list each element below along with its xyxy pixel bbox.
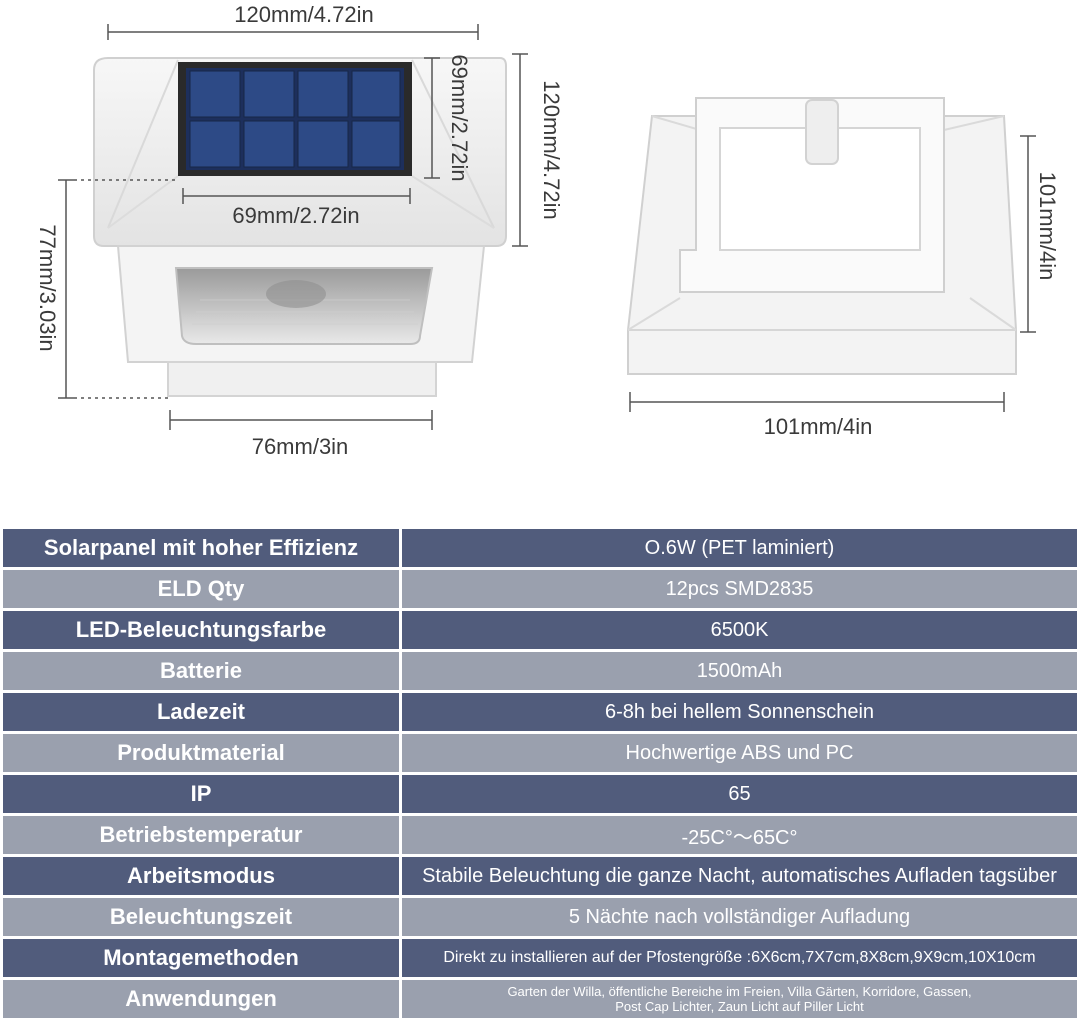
table-row: Ladezeit 6-8h bei hellem Sonnenschein xyxy=(3,693,1077,731)
dim-base-width: 101mm/4in xyxy=(764,414,873,439)
spec-value: O.6W (PET laminiert) xyxy=(402,529,1077,567)
spec-value-line: Post Cap Lichter, Zaun Licht auf Piller … xyxy=(615,999,864,1014)
spec-label: IP xyxy=(3,775,399,813)
dim-total-height: 77mm/3.03in xyxy=(35,224,60,351)
spec-value-line: Garten der Willa, öffentliche Bereiche i… xyxy=(507,984,972,999)
dim-panel-height: 69mm/2.72in xyxy=(447,54,472,181)
dim-top-width: 120mm/4.72in xyxy=(234,2,373,27)
table-row: IP 65 xyxy=(3,775,1077,813)
spec-value: Stabile Beleuchtung die ganze Nacht, aut… xyxy=(402,857,1077,895)
table-row: Montagemethoden Direkt zu installieren a… xyxy=(3,939,1077,977)
table-row: LED-Beleuchtungsfarbe 6500K xyxy=(3,611,1077,649)
dim-panel-width: 69mm/2.72in xyxy=(232,203,359,228)
solar-cap-light-illustration xyxy=(93,57,507,397)
spec-label: Batterie xyxy=(3,652,399,690)
spec-value: -25C°～65C° xyxy=(402,816,1077,854)
table-row: Arbeitsmodus Stabile Beleuchtung die gan… xyxy=(3,857,1077,895)
dim-side-height: 120mm/4.72in xyxy=(539,80,564,219)
spec-label: Beleuchtungszeit xyxy=(3,898,399,936)
spec-value: 12pcs SMD2835 xyxy=(402,570,1077,608)
product-dimension-drawing: 120mm/4.72in 69mm/2.72in 120mm/4.72in 69… xyxy=(35,2,1060,459)
solar-panel-graphic xyxy=(178,62,412,176)
spec-label: Betriebstemperatur xyxy=(3,816,399,854)
spec-table: Solarpanel mit hoher Effizienz O.6W (PET… xyxy=(0,526,1080,1018)
spec-value: Hochwertige ABS und PC xyxy=(402,734,1077,772)
dim-bottom-width: 76mm/3in xyxy=(252,434,349,459)
table-row: Beleuchtungszeit 5 Nächte nach vollständ… xyxy=(3,898,1077,936)
spec-label: Montagemethoden xyxy=(3,939,399,977)
table-row: Produktmaterial Hochwertige ABS und PC xyxy=(3,734,1077,772)
table-row: Betriebstemperatur -25C°～65C° xyxy=(3,816,1077,854)
spec-label: ELD Qty xyxy=(3,570,399,608)
spec-label: Solarpanel mit hoher Effizienz xyxy=(3,529,399,567)
spec-value: 65 xyxy=(402,775,1077,813)
table-row: Solarpanel mit hoher Effizienz O.6W (PET… xyxy=(3,529,1077,567)
left-dimension-lines xyxy=(58,24,528,430)
table-row: Anwendungen Garten der Willa, öffentlich… xyxy=(3,980,1077,1018)
spec-label: Ladezeit xyxy=(3,693,399,731)
table-row: Batterie 1500mAh xyxy=(3,652,1077,690)
spec-label: LED-Beleuchtungsfarbe xyxy=(3,611,399,649)
spec-value: 5 Nächte nach vollständiger Aufladung xyxy=(402,898,1077,936)
spec-value: 6500K xyxy=(402,611,1077,649)
spec-value: Garten der Willa, öffentliche Bereiche i… xyxy=(402,980,1077,1018)
spec-value: Direkt zu installieren auf der Pfostengr… xyxy=(402,939,1077,977)
right-dimension-lines xyxy=(629,135,1036,412)
spec-label: Produktmaterial xyxy=(3,734,399,772)
dim-base-height: 101mm/4in xyxy=(1035,172,1060,281)
spec-value: 1500mAh xyxy=(402,652,1077,690)
mounting-base-illustration xyxy=(627,97,1017,375)
spec-label: Anwendungen xyxy=(3,980,399,1018)
spec-label: Arbeitsmodus xyxy=(3,857,399,895)
table-row: ELD Qty 12pcs SMD2835 xyxy=(3,570,1077,608)
spec-value: 6-8h bei hellem Sonnenschein xyxy=(402,693,1077,731)
